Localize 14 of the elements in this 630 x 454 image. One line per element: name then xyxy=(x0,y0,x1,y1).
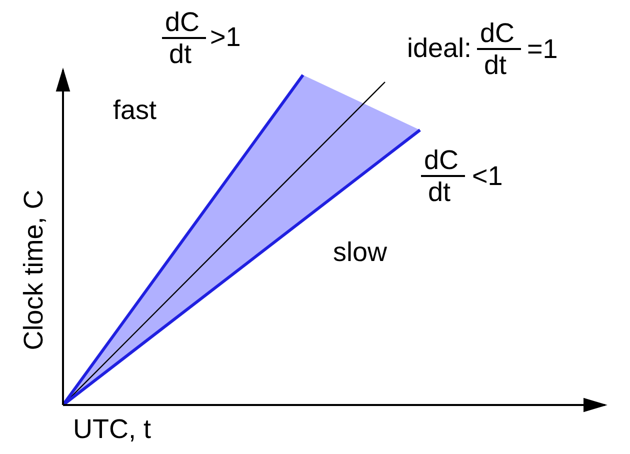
equality-label: =1 xyxy=(527,34,558,64)
inequality-label: <1 xyxy=(472,161,503,191)
fraction-numerator: dC xyxy=(165,7,200,37)
fraction-denominator: dt xyxy=(428,177,451,207)
region-label: slow xyxy=(333,237,388,267)
region-label: fast xyxy=(113,95,157,125)
inequality-label: >1 xyxy=(210,22,241,52)
axis-title: UTC, t xyxy=(73,414,151,444)
axis-title: Clock time, C xyxy=(18,190,48,350)
fraction-numerator: dC xyxy=(480,18,515,48)
ideal-label: ideal: xyxy=(407,33,472,63)
fraction-denominator: dt xyxy=(484,50,507,80)
fraction-denominator: dt xyxy=(169,39,192,69)
fraction-numerator: dC xyxy=(424,145,459,175)
